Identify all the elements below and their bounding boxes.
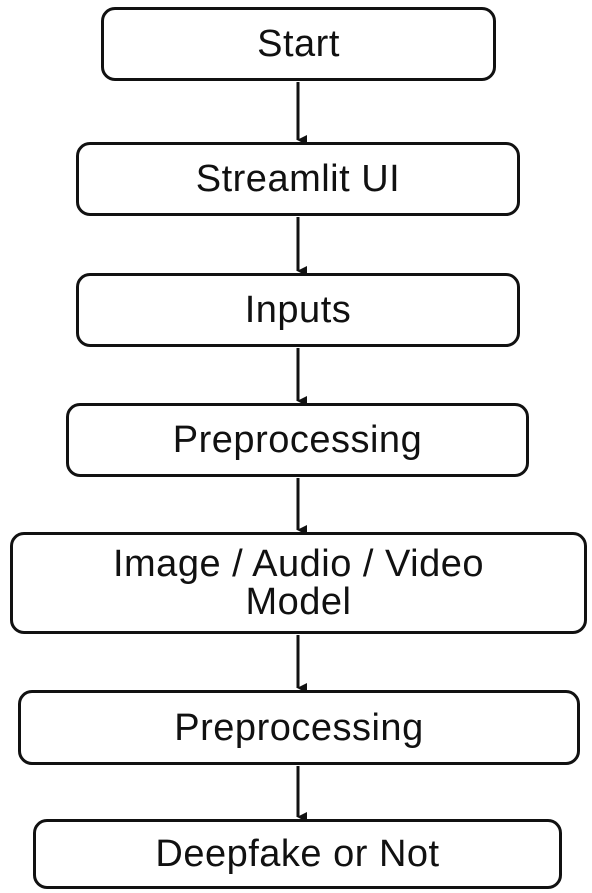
model-label-line-2: Model	[245, 581, 352, 623]
preprocessing-label-2: Preprocessing	[174, 706, 424, 749]
start-label: Start	[257, 23, 340, 65]
preprocessing-node-2: Preprocessing	[18, 690, 580, 765]
result-node: Deepfake or Not	[33, 819, 562, 889]
model-node: Image / Audio / Video Model	[10, 532, 587, 634]
model-label: Image / Audio / Video Model	[113, 545, 484, 621]
streamlit-ui-node: Streamlit UI	[76, 142, 520, 216]
streamlit-ui-label: Streamlit UI	[195, 158, 401, 200]
result-label: Deepfake or Not	[155, 833, 440, 875]
model-label-line-1: Image / Audio / Video	[112, 543, 485, 585]
inputs-node: Inputs	[76, 273, 520, 347]
preprocessing-label-1: Preprocessing	[172, 419, 423, 461]
start-node: Start	[101, 7, 496, 81]
inputs-label: Inputs	[244, 289, 352, 331]
preprocessing-node-1: Preprocessing	[66, 403, 529, 477]
